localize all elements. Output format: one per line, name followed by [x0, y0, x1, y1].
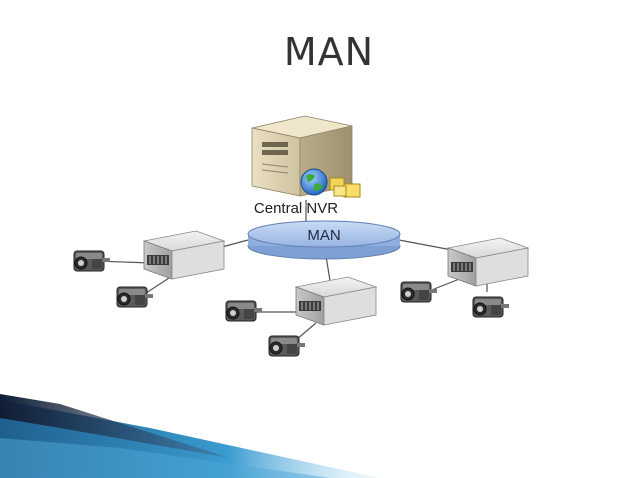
network-label: MAN [307, 227, 340, 244]
globe-icon [300, 168, 328, 196]
camera-icon [268, 335, 306, 357]
camera-icon [400, 281, 438, 303]
nvr-box-right-icon [447, 237, 529, 287]
network-disc [247, 220, 401, 260]
camera-icon [73, 250, 111, 272]
slide-title: MAN [283, 30, 375, 74]
link-nvr-right [398, 239, 453, 251]
nvr-box-center-icon [295, 276, 377, 326]
nvr-box-left-icon [143, 230, 225, 280]
camera-icon [116, 286, 154, 308]
camera-icon [472, 296, 510, 318]
camera-icon [225, 300, 263, 322]
footer-swoosh-decoration [0, 394, 380, 478]
link-nvr-left [221, 239, 249, 248]
server-label: Central NVR [254, 200, 338, 217]
folder-icon [329, 177, 361, 198]
